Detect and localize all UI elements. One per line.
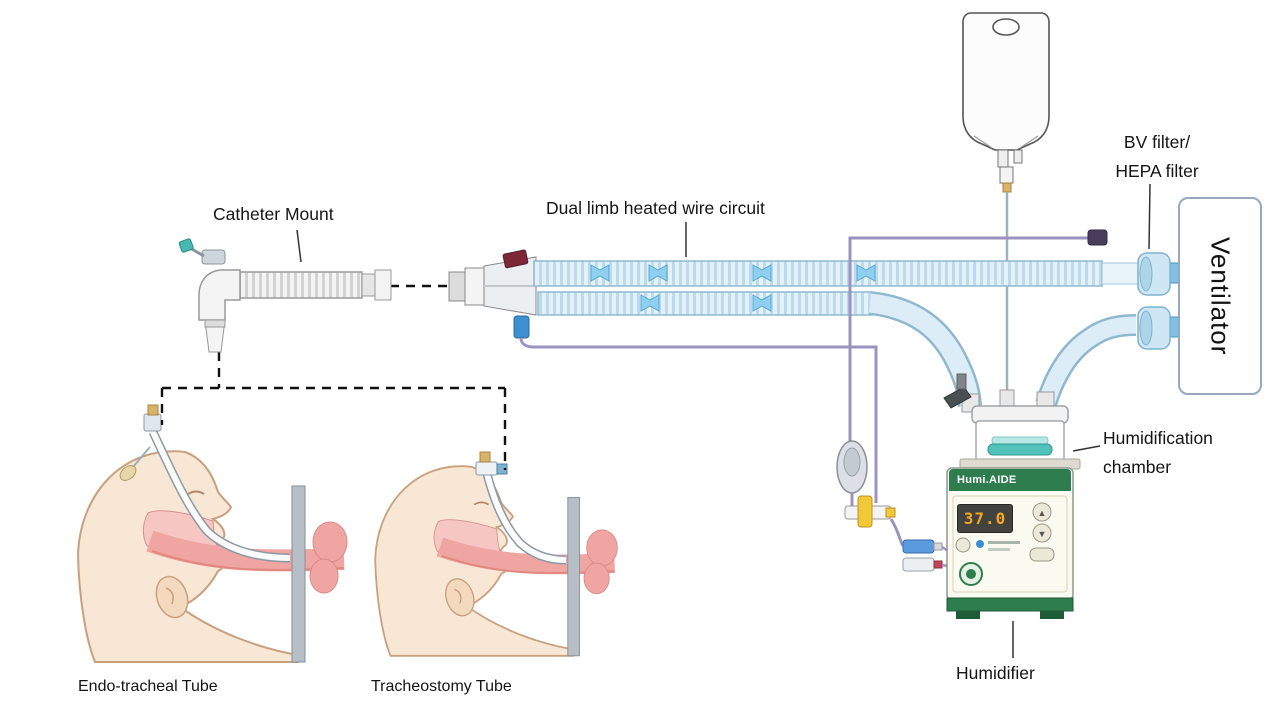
humidification-chamber-label-line2: chamber — [1103, 457, 1172, 477]
suction-port-cap — [201, 249, 226, 265]
inspiratory-limb-tube — [533, 260, 1103, 287]
chamber-handle — [943, 386, 972, 409]
expiratory-limb-tube — [537, 291, 873, 316]
temp-probe-elbow — [513, 315, 530, 339]
catheter-mount-label: Catheter Mount — [213, 204, 334, 224]
connector-plugs — [889, 518, 949, 572]
trach-tube-connector — [475, 461, 498, 476]
up-arrow-icon: ▲ — [1038, 508, 1047, 518]
et-tube-connector — [143, 413, 162, 432]
plug-blue — [902, 539, 935, 554]
connection-dashed-lines — [160, 284, 507, 470]
stopcock-handle — [857, 495, 873, 528]
plug-white — [902, 557, 935, 572]
suction-access-cap — [502, 249, 529, 269]
humidifier-label: Humidifier — [956, 663, 1035, 683]
stopcock — [844, 495, 896, 528]
set-button — [1029, 547, 1055, 562]
endo-tracheal-head — [78, 404, 347, 662]
dual-limb-circuit-label: Dual limb heated wire circuit — [546, 198, 765, 218]
tracheostomy-head — [375, 451, 617, 656]
down-button — [1032, 523, 1052, 543]
sensor-wires — [519, 229, 1108, 503]
catheter-mount-tube — [239, 271, 363, 299]
chamber-float — [987, 443, 1053, 456]
ventilator-label: Ventilator — [1205, 236, 1236, 356]
down-arrow-icon: ▼ — [1038, 529, 1047, 539]
humidification-chamber-label: Humidification chamber — [1103, 424, 1213, 482]
iv-fluid-bag — [962, 12, 1050, 402]
heater-wire — [848, 236, 1090, 441]
dual-limb-circuit — [533, 260, 1141, 408]
pilot-balloon — [119, 465, 137, 481]
mute-button — [955, 537, 971, 553]
up-button — [1032, 502, 1052, 522]
bv-hepa-filters — [1137, 252, 1183, 350]
humidifier-display: 37.0 — [957, 504, 1013, 533]
ventilator-box: Ventilator — [1178, 197, 1262, 395]
temperature-probe-wire — [519, 337, 878, 503]
endo-tracheal-tube-label: Endo-tracheal Tube — [78, 678, 218, 695]
tracheostomy-tube-label: Tracheostomy Tube — [371, 678, 512, 695]
bv-filter-label-line1: BV filter/ — [1123, 132, 1191, 152]
catheter-mount-assembly — [178, 238, 392, 353]
flow-sensor-pod — [836, 440, 868, 507]
humidifier-base — [946, 597, 1074, 612]
bv-hepa-filter-label: BV filter/ HEPA filter — [1096, 128, 1218, 186]
humidification-chamber-label-line1: Humidification — [1103, 428, 1213, 448]
humidifier-device: ▲ ▼ — [946, 467, 1074, 619]
heater-wire-plug — [1087, 229, 1108, 246]
humidifier-brand: Humi.AIDE — [949, 469, 1071, 491]
wye-piece — [448, 249, 537, 339]
bag-hanger-hole — [992, 18, 1020, 36]
label-leader-lines — [296, 183, 1151, 658]
bv-filter-label-line2: HEPA filter — [1115, 161, 1199, 181]
